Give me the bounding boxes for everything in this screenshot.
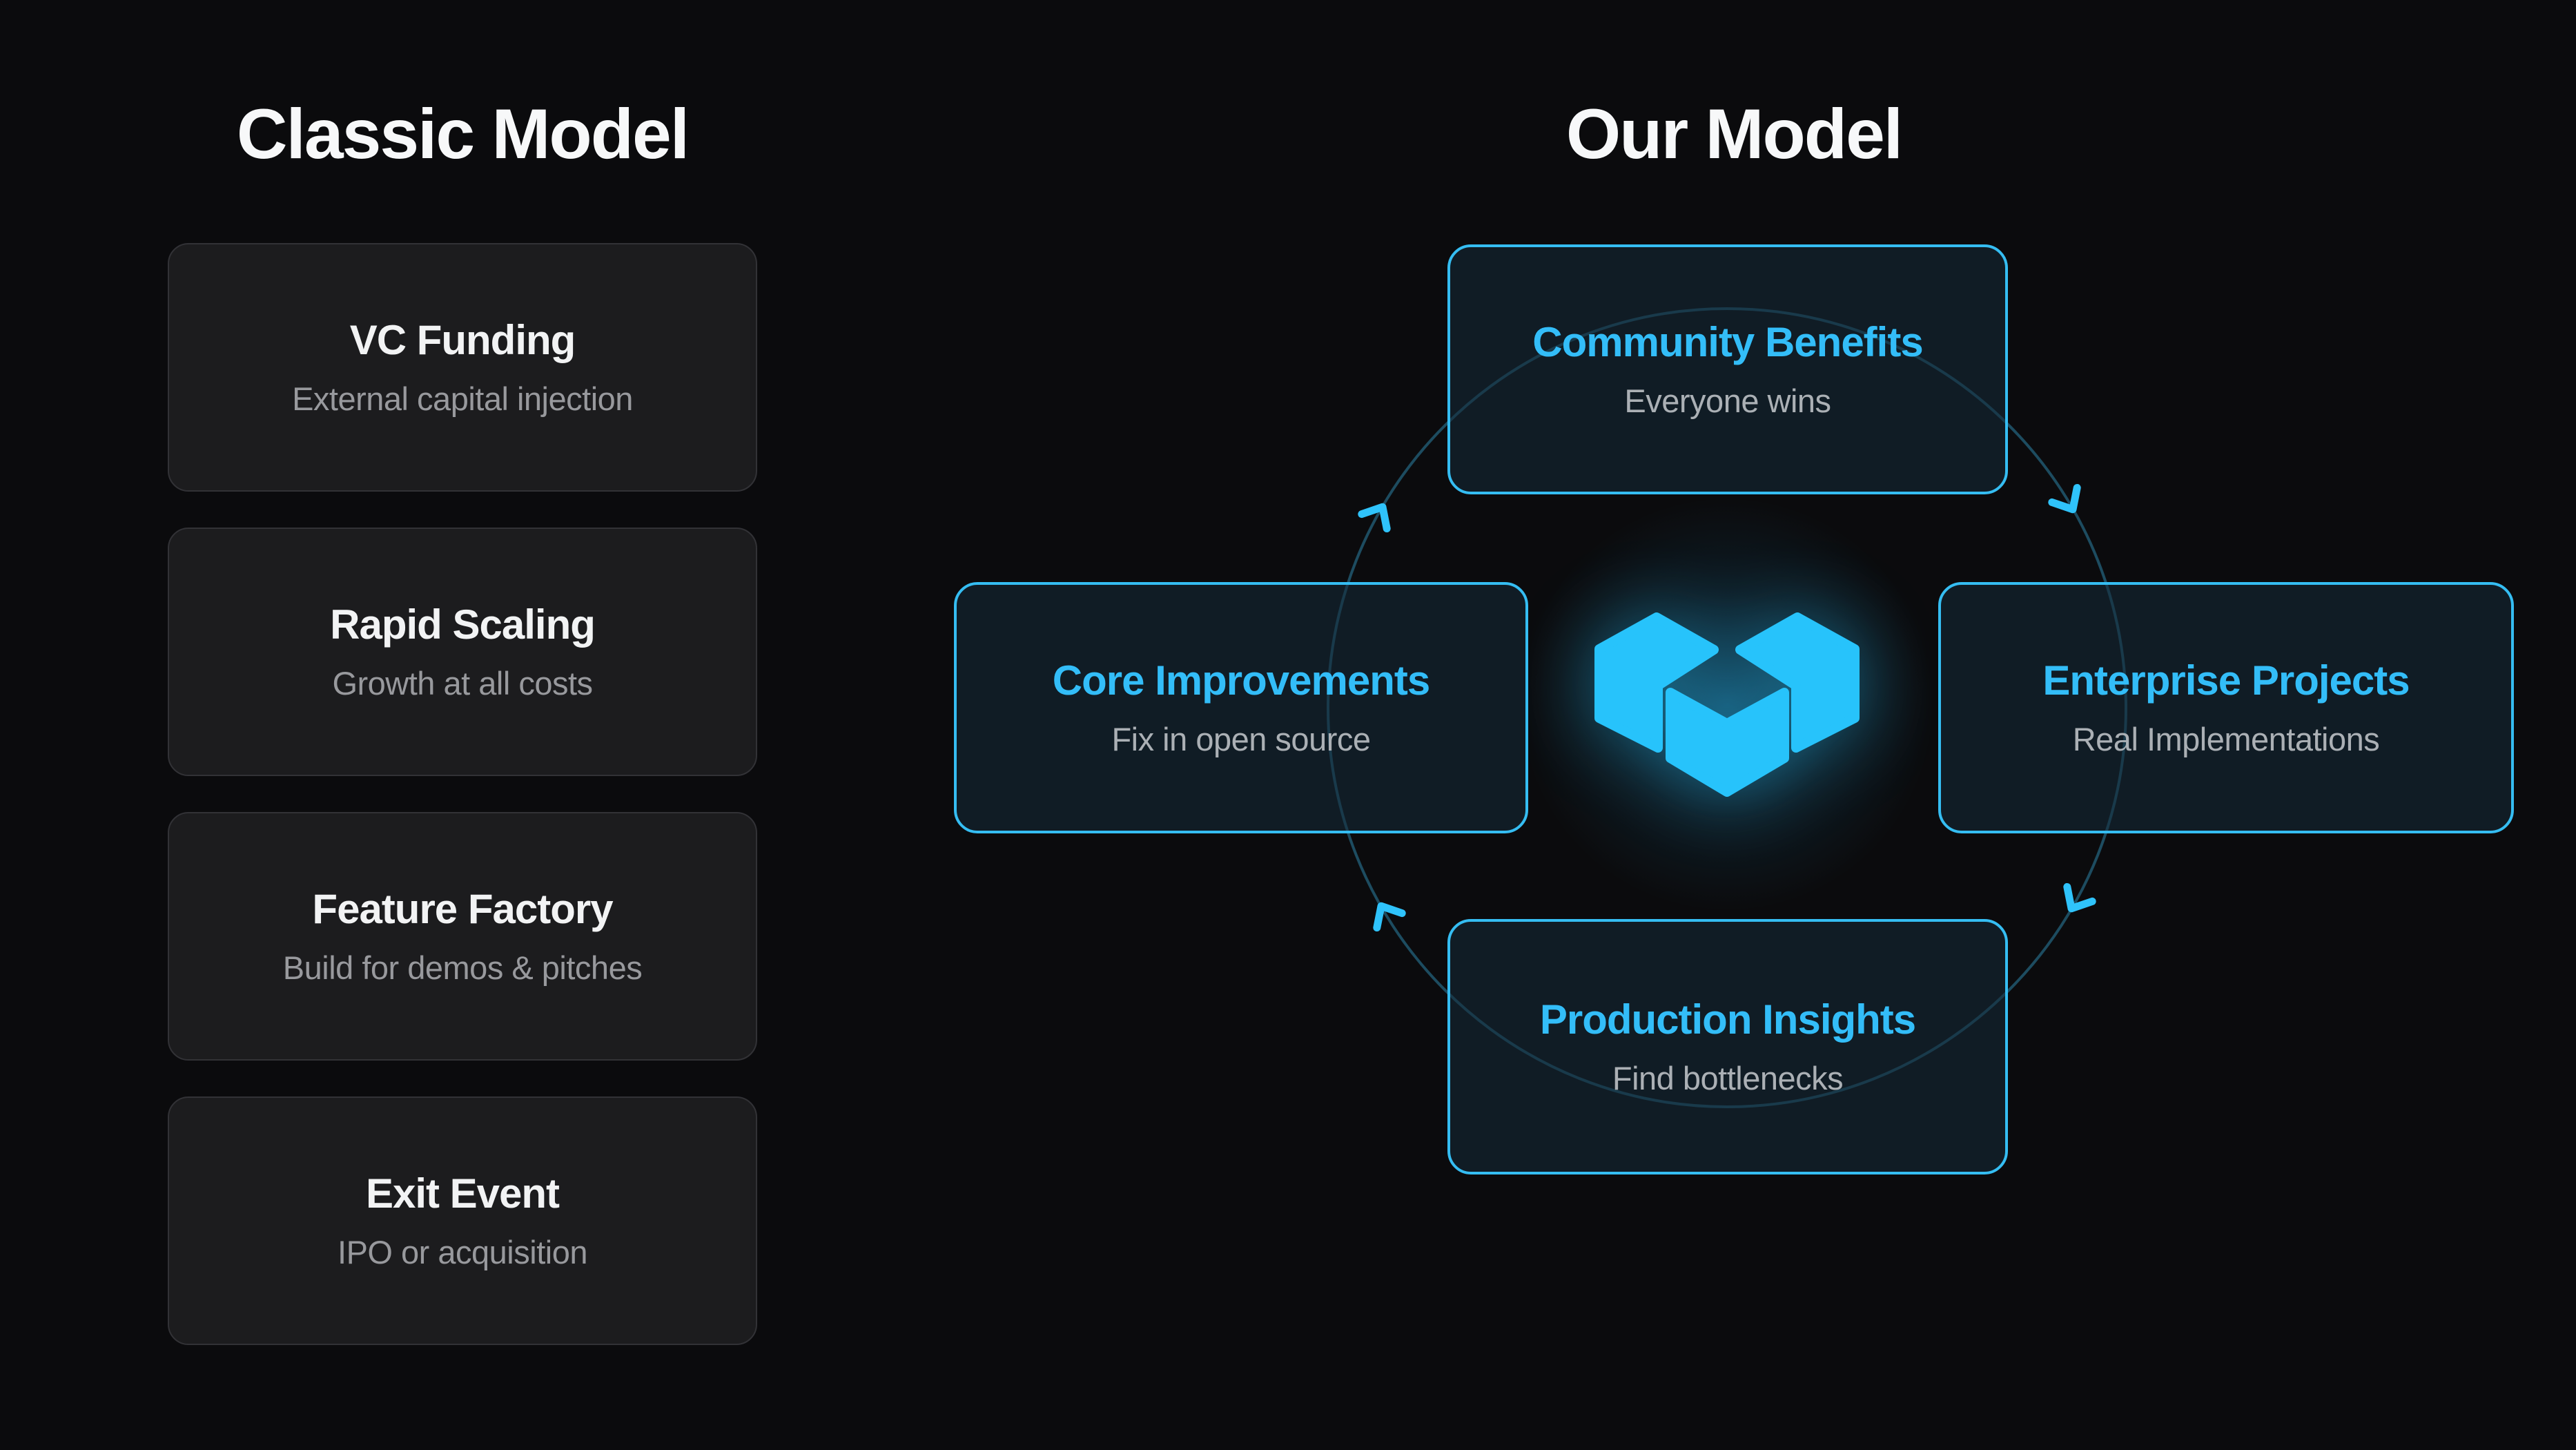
cycle-arrow-top-left-icon [1358,503,1391,533]
card-subtitle: Real Implementations [2072,721,2380,758]
card-title: Core Improvements [1052,657,1430,704]
card-title: VC Funding [349,317,576,364]
card-title: Production Insights [1539,996,1916,1043]
cycle-arrow-bottom-left-icon [1373,902,1406,932]
cycle-arrow-top-right-icon [2048,483,2081,514]
classic-card-rapid-scaling: Rapid Scaling Growth at all costs [168,528,757,776]
cycle-card-production-insights: Production Insights Find bottlenecks [1447,919,2008,1174]
classic-model-heading: Classic Model [236,95,690,173]
cube-logo-left-face [1594,612,1719,753]
card-subtitle: External capital injection [292,380,633,418]
our-model-heading: Our Model [1565,95,1903,173]
cube-logo-icon [1594,612,1860,797]
cycle-card-core-improvements: Core Improvements Fix in open source [954,582,1528,833]
card-subtitle: IPO or acquisition [338,1234,587,1271]
card-title: Feature Factory [312,886,613,933]
card-subtitle: Build for demos & pitches [282,949,643,987]
card-title: Rapid Scaling [330,601,596,648]
classic-card-exit-event: Exit Event IPO or acquisition [168,1096,757,1345]
card-subtitle: Everyone wins [1624,383,1831,420]
cycle-arrow-bottom-right-icon [2063,882,2096,913]
logo-glow [1520,497,1934,911]
card-subtitle: Fix in open source [1111,721,1371,758]
cube-logo-front-face [1666,688,1789,797]
card-title: Exit Event [365,1170,560,1217]
cycle-card-community-benefits: Community Benefits Everyone wins [1447,244,2008,494]
card-title: Enterprise Projects [2042,657,2410,704]
cycle-card-enterprise-projects: Enterprise Projects Real Implementations [1938,582,2514,833]
classic-card-vc-funding: VC Funding External capital injection [168,243,757,492]
card-subtitle: Growth at all costs [332,665,593,702]
classic-card-feature-factory: Feature Factory Build for demos & pitche… [168,812,757,1061]
card-title: Community Benefits [1532,319,1923,366]
card-subtitle: Find bottlenecks [1612,1060,1844,1097]
cube-logo-right-face [1735,612,1860,753]
